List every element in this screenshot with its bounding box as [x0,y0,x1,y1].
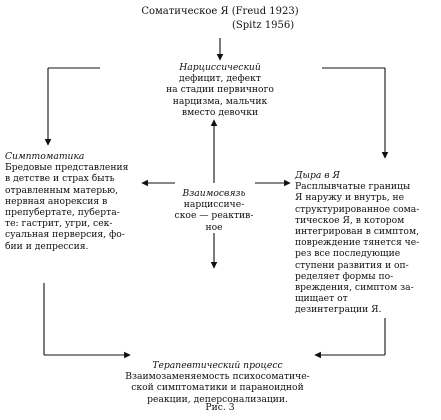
hole-title: Дыра в Я [295,170,340,181]
therapy-title: Терапевтический процесс [152,360,283,371]
top-line-2: (Spitz 1956) [232,20,295,31]
therapy-block: Терапевтический процесс Взаимозаменяемос… [90,360,345,405]
interaction-block: Взаимосвязь нарциссиче- ское — реактив- … [158,188,270,233]
symptoms-block: Симптоматика Бредовые представления в де… [5,151,145,252]
interaction-title: Взаимосвязь [182,188,246,199]
hole-block: Дыра в Я Расплывчатые границы Я наружу и… [295,170,440,316]
narcissism-text: дефицит, дефект на стадии первичного нар… [166,73,274,118]
hole-text: Расплывчатые границы Я наружу и внутрь, … [295,181,420,316]
symptoms-text: Бредовые представления в детстве и страх… [5,162,129,252]
therapy-text: Взаимозаменяемость психосоматиче- ской с… [125,371,310,405]
top-line-1: Соматическое Я (Freud 1923) [141,6,299,17]
narcissism-block: Нарциссический дефицит, дефект на стадии… [130,62,310,118]
figure-caption: Рис. 3 [205,402,235,413]
narcissism-title: Нарциссический [179,62,261,73]
symptoms-title: Симптоматика [5,151,85,162]
interaction-text: нарциссиче- ское — реактив- ное [174,199,254,233]
